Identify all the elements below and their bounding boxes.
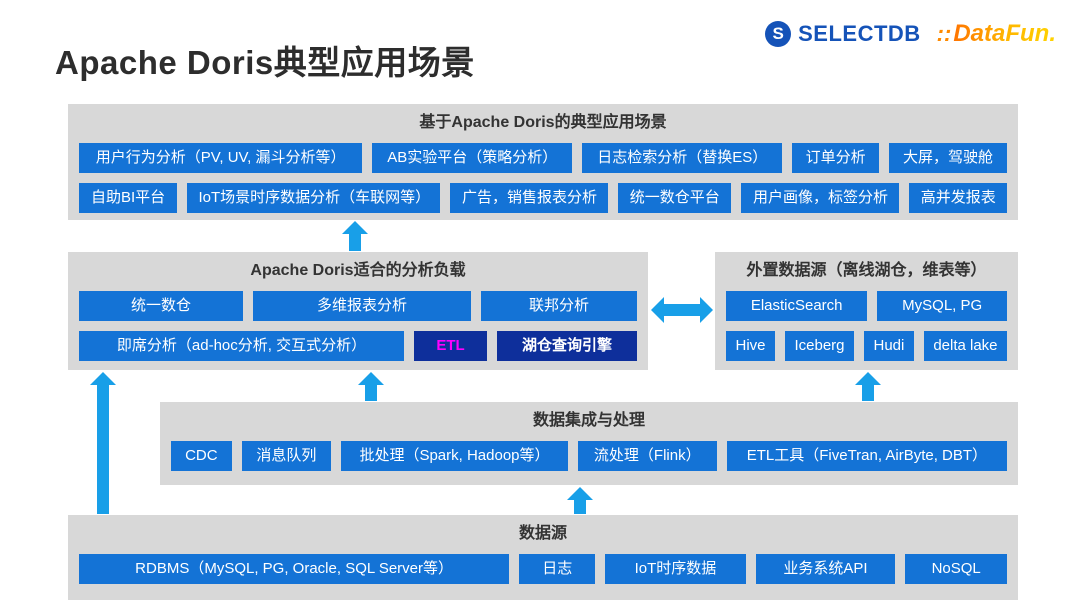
arrow-up-workloads-to-scenarios-icon: [342, 221, 368, 251]
pill-order-analysis: 订单分析: [792, 143, 880, 173]
datafun-logo-text: DataFun.: [953, 20, 1056, 47]
datafun-logo: :: DataFun.: [937, 20, 1056, 48]
pill-stream-processing: 流处理（Flink）: [577, 441, 717, 471]
pill-iot-timeseries-analysis: IoT场景时序数据分析（车联网等）: [186, 183, 441, 213]
sources-row-1: RDBMS（MySQL, PG, Oracle, SQL Server等） 日志…: [79, 554, 1007, 584]
panel-data-sources-header: 数据源: [518, 525, 567, 542]
pill-business-system-api: 业务系统API: [755, 554, 896, 584]
panel-external-sources: 外置数据源（离线湖仓，维表等） ElasticSearch MySQL, PG …: [715, 252, 1018, 370]
pill-ads-sales-report: 广告，销售报表分析: [450, 183, 608, 213]
arrow-shaft: [862, 384, 874, 401]
panel-scenarios: 基于Apache Doris的典型应用场景 用户行为分析（PV, UV, 漏斗分…: [68, 104, 1018, 220]
pill-delta-lake: delta lake: [923, 331, 1008, 361]
datafun-colon-icon: ::: [936, 21, 952, 46]
workloads-row-1: 统一数仓 多维报表分析 联邦分析: [79, 291, 637, 321]
pill-user-behavior-analysis: 用户行为分析（PV, UV, 漏斗分析等）: [79, 143, 363, 173]
arrow-up-integration-to-workloads-icon: [358, 372, 384, 401]
pill-etl: ETL: [414, 331, 488, 361]
pill-rdbms: RDBMS（MySQL, PG, Oracle, SQL Server等）: [79, 554, 510, 584]
panel-workloads-header: Apache Doris适合的分析负载: [250, 262, 466, 279]
arrow-head: [358, 372, 384, 385]
pill-ab-testing-platform: AB实验平台（策略分析）: [372, 143, 573, 173]
panel-scenarios-header: 基于Apache Doris的典型应用场景: [419, 114, 667, 131]
pill-adhoc-analysis: 即席分析（ad-hoc分析, 交互式分析）: [79, 331, 405, 361]
integration-row-1: CDC 消息队列 批处理（Spark, Hadoop等） 流处理（Flink） …: [171, 441, 1008, 471]
pill-user-profile-tags: 用户画像，标签分析: [740, 183, 899, 213]
pill-etl-tools: ETL工具（FiveTran, AirByte, DBT）: [726, 441, 1008, 471]
page-title: Apache Doris典型应用场景: [55, 44, 475, 81]
arrow-head-right: [700, 297, 713, 323]
pill-mysql-pg: MySQL, PG: [877, 291, 1007, 321]
scenarios-row-2: 自助BI平台 IoT场景时序数据分析（车联网等） 广告，销售报表分析 统一数仓平…: [79, 183, 1007, 213]
pill-high-concurrency-report: 高并发报表: [908, 183, 1007, 213]
external-row-1: ElasticSearch MySQL, PG: [726, 291, 1007, 321]
arrow-up-sources-to-workloads-icon: [90, 372, 116, 514]
arrow-head: [855, 372, 881, 385]
pill-logs: 日志: [519, 554, 596, 584]
pill-self-service-bi: 自助BI平台: [79, 183, 177, 213]
panel-external-sources-header: 外置数据源（离线湖仓，维表等）: [746, 262, 987, 279]
arrow-shaft: [365, 384, 377, 401]
arrow-shaft: [574, 499, 586, 514]
panel-integration: 数据集成与处理 CDC 消息队列 批处理（Spark, Hadoop等） 流处理…: [160, 402, 1018, 485]
pill-iot-timeseries-data: IoT时序数据: [605, 554, 746, 584]
pill-batch-processing: 批处理（Spark, Hadoop等）: [341, 441, 568, 471]
pill-hudi: Hudi: [864, 331, 914, 361]
arrow-head: [90, 372, 116, 385]
arrow-head: [342, 221, 368, 234]
arrow-shaft: [349, 233, 361, 251]
external-row-2: Hive Iceberg Hudi delta lake: [726, 331, 1008, 361]
arrow-bidirectional-workloads-external-icon: [651, 297, 713, 323]
pill-federated-analysis: 联邦分析: [481, 291, 637, 321]
arrow-shaft: [97, 384, 109, 514]
pill-nosql: NoSQL: [905, 554, 1007, 584]
logo-area: S SELECTDB :: DataFun.: [765, 20, 1056, 48]
pill-dashboard-cockpit: 大屏，驾驶舱: [889, 143, 1007, 173]
pill-iceberg: Iceberg: [784, 331, 854, 361]
arrow-head-left: [651, 297, 664, 323]
pill-elasticsearch: ElasticSearch: [726, 291, 868, 321]
pill-unified-warehouse-platform: 统一数仓平台: [617, 183, 731, 213]
scenarios-row-1: 用户行为分析（PV, UV, 漏斗分析等） AB实验平台（策略分析） 日志检索分…: [79, 143, 1007, 173]
pill-lakehouse-query-engine: 湖仓查询引擎: [497, 331, 637, 361]
pill-hive: Hive: [726, 331, 775, 361]
panel-data-sources: 数据源 RDBMS（MySQL, PG, Oracle, SQL Server等…: [68, 515, 1018, 600]
workloads-row-2: 即席分析（ad-hoc分析, 交互式分析） ETL 湖仓查询引擎: [79, 331, 637, 361]
pill-cdc: CDC: [171, 441, 232, 471]
selectdb-logo: S SELECTDB: [765, 21, 921, 47]
arrow-up-integration-to-external-icon: [855, 372, 881, 401]
panel-workloads: Apache Doris适合的分析负载 统一数仓 多维报表分析 联邦分析 即席分…: [68, 252, 648, 370]
panel-integration-header: 数据集成与处理: [532, 412, 645, 429]
pill-multidim-report-analysis: 多维报表分析: [253, 291, 471, 321]
arrow-shaft: [662, 304, 702, 316]
pill-unified-warehouse: 统一数仓: [79, 291, 243, 321]
pill-log-search-analysis: 日志检索分析（替换ES）: [582, 143, 783, 173]
pill-message-queue: 消息队列: [241, 441, 332, 471]
arrow-up-sources-to-integration-icon: [567, 487, 593, 514]
arrow-head: [567, 487, 593, 500]
selectdb-logo-icon: S: [765, 21, 792, 47]
selectdb-logo-text: SELECTDB: [798, 21, 921, 46]
